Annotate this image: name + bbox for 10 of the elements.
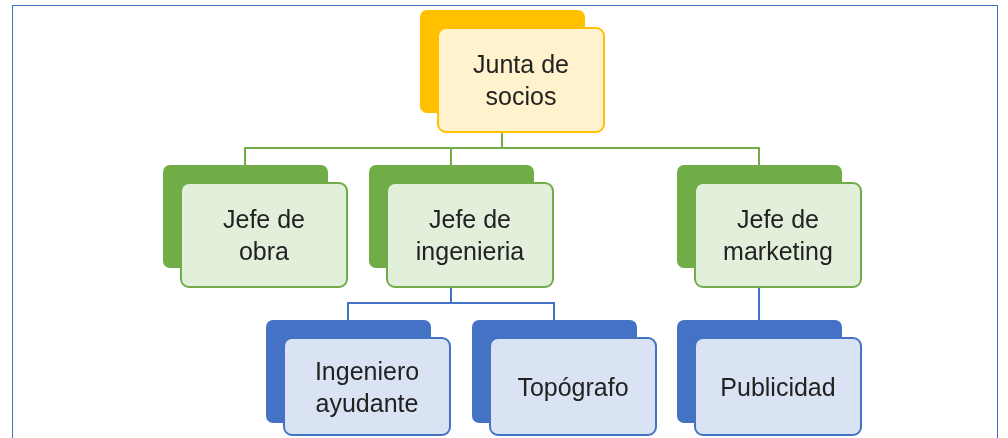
box-label: Publicidad (719, 371, 837, 403)
connector-line (501, 132, 760, 166)
box-label: Topógrafo (516, 371, 630, 403)
box-label: Jefe de marketing (722, 204, 834, 267)
box-label: Ingeniero ayudante (313, 355, 421, 419)
connector-line (450, 287, 555, 321)
box-label: Jefe de ingenieria (414, 204, 526, 267)
box-label: Jefe de obra (222, 204, 306, 267)
connector-line (758, 287, 760, 321)
box-label: Junta de socios (472, 49, 570, 112)
